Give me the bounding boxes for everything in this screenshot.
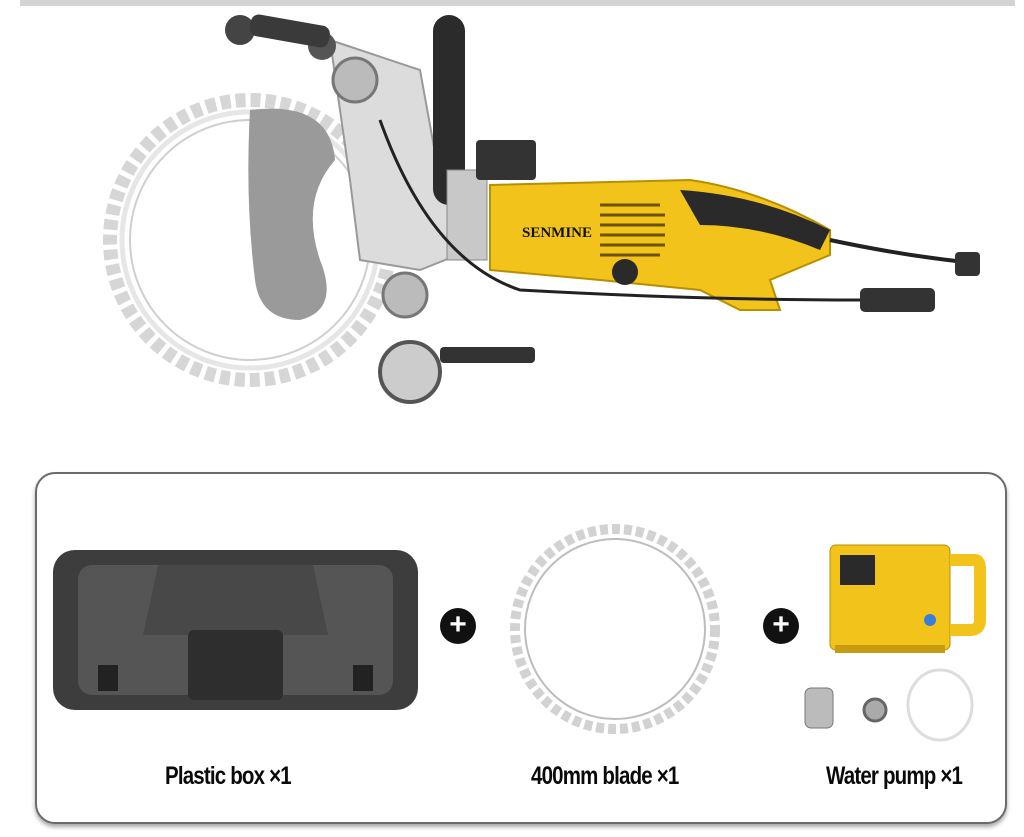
plus-icon: + bbox=[440, 608, 476, 644]
kit-item-label-plastic-box: Plastic box ×1 bbox=[165, 762, 292, 790]
water-pump-icon bbox=[804, 544, 986, 742]
brand-label: SENMINE bbox=[522, 225, 592, 241]
top-divider-bar bbox=[20, 0, 1015, 6]
ring-saw-illustration: SENMINE bbox=[103, 14, 980, 404]
plastic-case-icon bbox=[53, 550, 418, 710]
plus-icon: + bbox=[763, 608, 799, 644]
kit-item-label-blade: 400mm blade ×1 bbox=[531, 762, 679, 790]
ring-blade-icon bbox=[510, 524, 720, 734]
kit-item-label-water-pump: Water pump ×1 bbox=[826, 762, 963, 790]
